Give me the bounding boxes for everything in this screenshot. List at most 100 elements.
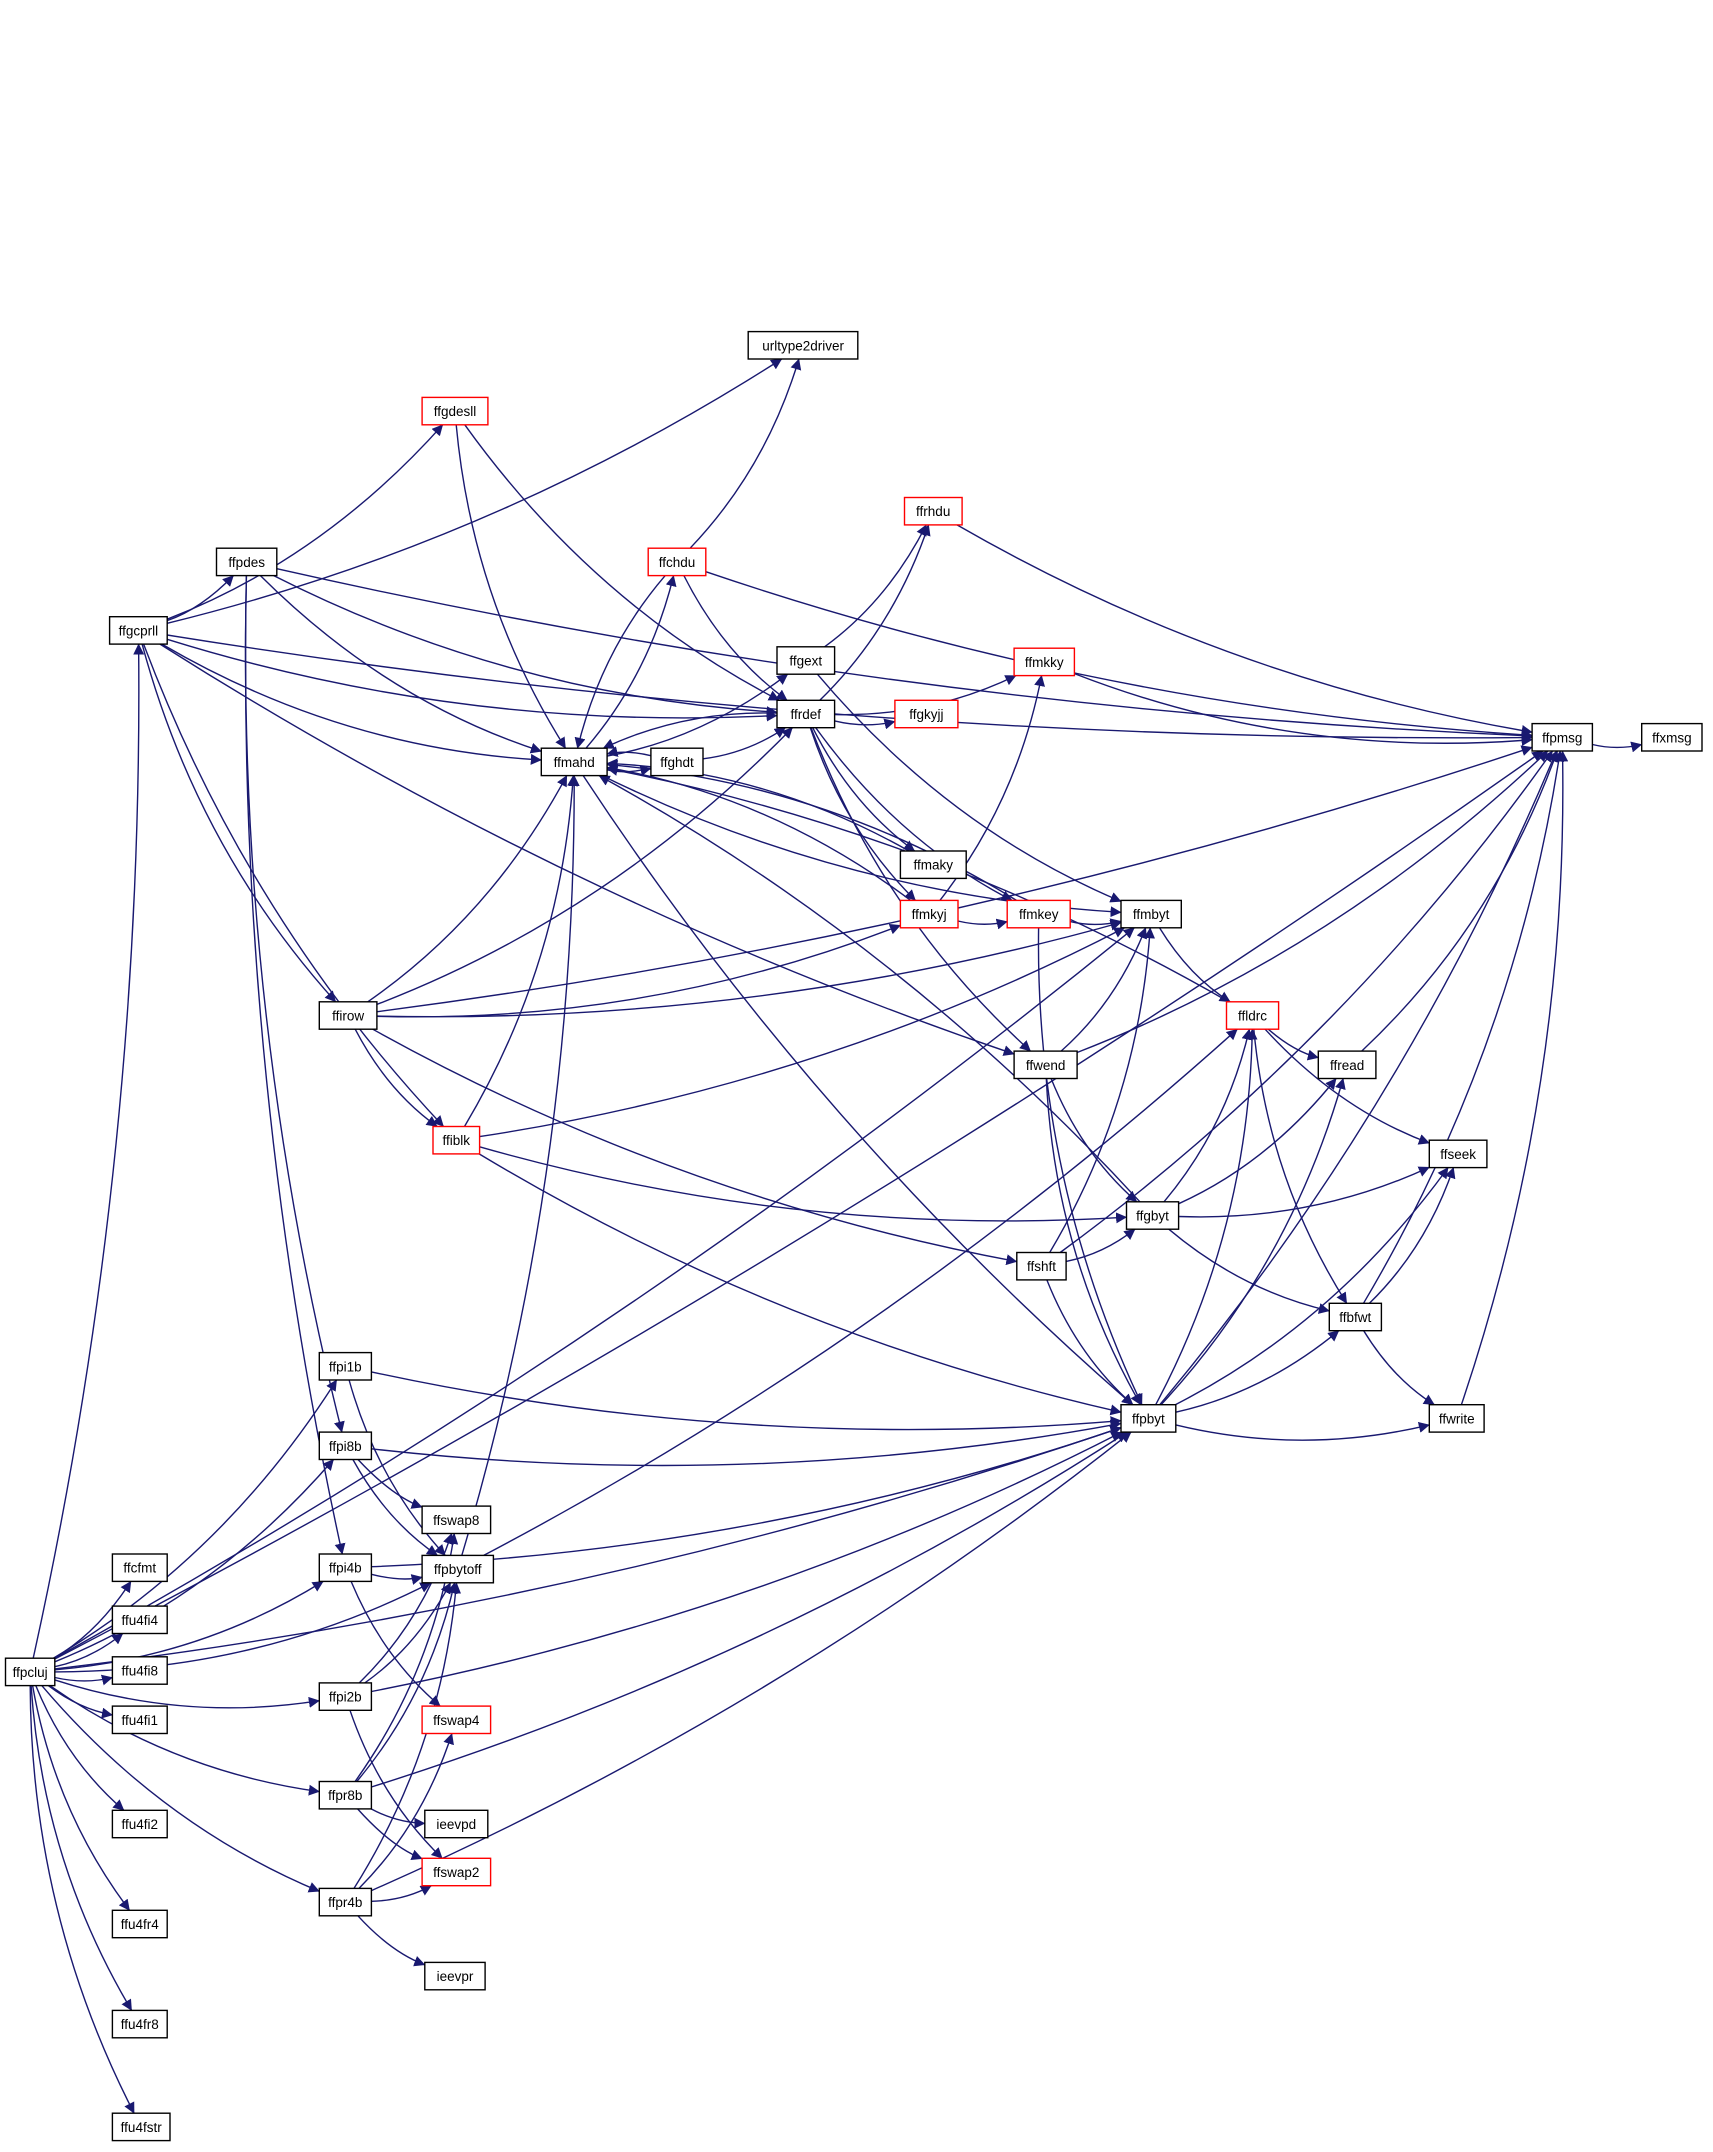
- node-box-ffshft[interactable]: [1016, 1251, 1067, 1281]
- node-box-ieevpd[interactable]: [424, 1809, 489, 1839]
- node-ffgext[interactable]: ffgext: [776, 646, 836, 675]
- node-box-ffmkey[interactable]: [1006, 899, 1071, 929]
- node-box-ffpi8b[interactable]: [318, 1431, 373, 1461]
- node-box-ffgcprll[interactable]: [108, 616, 168, 645]
- node-box-ffread[interactable]: [1317, 1050, 1377, 1080]
- node-ffpr4b[interactable]: ffpr4b: [318, 1887, 373, 1917]
- node-box-ffpr8b[interactable]: [318, 1780, 373, 1810]
- node-box-ffu4fi8[interactable]: [111, 1656, 168, 1685]
- node-ffghdt[interactable]: ffghdt: [650, 747, 704, 777]
- node-box-ffwrite[interactable]: [1428, 1403, 1485, 1433]
- node-ffpbyt[interactable]: ffpbyt: [1120, 1403, 1177, 1433]
- node-ffmbyt[interactable]: ffmbyt: [1120, 899, 1182, 929]
- node-box-ffpmsg[interactable]: [1531, 722, 1594, 752]
- node-ffwrite[interactable]: ffwrite: [1428, 1403, 1485, 1433]
- node-box-ffpcluj[interactable]: [4, 1657, 56, 1687]
- node-urltype2driver[interactable]: urltype2driver: [747, 330, 859, 360]
- node-box-ffgbyt[interactable]: [1125, 1201, 1180, 1230]
- node-box-ffchdu[interactable]: [647, 547, 707, 577]
- node-box-ieevpr[interactable]: [424, 1961, 486, 1991]
- node-ieevpd[interactable]: ieevpd: [424, 1809, 489, 1839]
- node-box-ffswap8[interactable]: [421, 1505, 492, 1535]
- node-box-ffcfmt[interactable]: [111, 1553, 168, 1583]
- node-box-ffpdes[interactable]: [215, 547, 278, 577]
- node-ffpi2b[interactable]: ffpi2b: [318, 1682, 373, 1712]
- node-ffpmsg[interactable]: ffpmsg: [1531, 722, 1594, 752]
- node-box-ffmahd[interactable]: [540, 747, 608, 777]
- node-box-ffgext[interactable]: [776, 646, 836, 675]
- node-ffshft[interactable]: ffshft: [1016, 1251, 1067, 1281]
- node-ffldrc[interactable]: ffldrc: [1225, 1001, 1280, 1030]
- node-box-ffwend[interactable]: [1013, 1050, 1078, 1080]
- node-ffrdef[interactable]: ffrdef: [776, 699, 836, 729]
- node-box-ffu4fi2[interactable]: [111, 1809, 168, 1839]
- node-box-ffiblk[interactable]: [432, 1125, 481, 1155]
- node-box-ffu4fr4[interactable]: [111, 1909, 168, 1939]
- node-ffread[interactable]: ffread: [1317, 1050, 1377, 1080]
- node-box-ffmkyj[interactable]: [899, 899, 959, 929]
- node-box-ffghdt[interactable]: [650, 747, 704, 777]
- node-ffpr8b[interactable]: ffpr8b: [318, 1780, 373, 1810]
- node-ffpcluj[interactable]: ffpcluj: [4, 1657, 56, 1687]
- node-ieevpr[interactable]: ieevpr: [424, 1961, 486, 1991]
- node-ffbfwt[interactable]: ffbfwt: [1328, 1302, 1383, 1332]
- node-box-ffswap4[interactable]: [421, 1705, 492, 1735]
- node-ffmaky[interactable]: ffmaky: [899, 850, 967, 880]
- node-box-ffpbyt[interactable]: [1120, 1403, 1177, 1433]
- node-ffxmsg[interactable]: ffxmsg: [1640, 722, 1703, 752]
- node-box-ffpbytoff[interactable]: [421, 1554, 495, 1584]
- node-ffgbyt[interactable]: ffgbyt: [1125, 1201, 1180, 1230]
- node-ffu4fr4[interactable]: ffu4fr4: [111, 1909, 168, 1939]
- node-box-ffpr4b[interactable]: [318, 1887, 373, 1917]
- node-ffcfmt[interactable]: ffcfmt: [111, 1553, 168, 1583]
- node-ffmkky[interactable]: ffmkky: [1013, 647, 1076, 677]
- node-box-ffu4fr8[interactable]: [111, 2009, 168, 2039]
- node-ffgcprll[interactable]: ffgcprll: [108, 616, 168, 645]
- node-ffpdes[interactable]: ffpdes: [215, 547, 278, 577]
- node-ffu4fr8[interactable]: ffu4fr8: [111, 2009, 168, 2039]
- node-ffu4fi1[interactable]: ffu4fi1: [111, 1705, 168, 1735]
- node-box-urltype2driver[interactable]: [747, 330, 859, 360]
- node-ffgkyjj[interactable]: ffgkyjj: [894, 699, 959, 729]
- node-box-ffpi2b[interactable]: [318, 1682, 373, 1712]
- node-box-ffxmsg[interactable]: [1640, 722, 1703, 752]
- node-ffswap8[interactable]: ffswap8: [421, 1505, 492, 1535]
- node-ffu4fi2[interactable]: ffu4fi2: [111, 1809, 168, 1839]
- node-box-ffmaky[interactable]: [899, 850, 967, 880]
- node-box-ffrhdu[interactable]: [903, 496, 963, 526]
- node-ffswap2[interactable]: ffswap2: [421, 1857, 492, 1887]
- node-box-ffgkyjj[interactable]: [894, 699, 959, 729]
- node-ffrhdu[interactable]: ffrhdu: [903, 496, 963, 526]
- node-ffiblk[interactable]: ffiblk: [432, 1125, 481, 1155]
- node-ffu4fstr[interactable]: ffu4fstr: [111, 2112, 171, 2142]
- node-box-ffbfwt[interactable]: [1328, 1302, 1383, 1332]
- node-box-ffpi4b[interactable]: [318, 1553, 373, 1583]
- node-box-ffu4fi4[interactable]: [111, 1605, 168, 1635]
- node-ffwend[interactable]: ffwend: [1013, 1050, 1078, 1080]
- node-ffu4fi4[interactable]: ffu4fi4: [111, 1605, 168, 1635]
- node-ffmkey[interactable]: ffmkey: [1006, 899, 1071, 929]
- node-ffmahd[interactable]: ffmahd: [540, 747, 608, 777]
- node-ffu4fi8[interactable]: ffu4fi8: [111, 1656, 168, 1685]
- node-box-ffu4fi1[interactable]: [111, 1705, 168, 1735]
- node-ffpi4b[interactable]: ffpi4b: [318, 1553, 373, 1583]
- node-box-ffirow[interactable]: [318, 1001, 378, 1030]
- node-box-ffseek[interactable]: [1428, 1139, 1488, 1169]
- node-ffpi8b[interactable]: ffpi8b: [318, 1431, 373, 1461]
- node-ffpbytoff[interactable]: ffpbytoff: [421, 1554, 495, 1584]
- node-ffpi1b[interactable]: ffpi1b: [318, 1351, 373, 1381]
- node-ffmkyj[interactable]: ffmkyj: [899, 899, 959, 929]
- node-ffswap4[interactable]: ffswap4: [421, 1705, 492, 1735]
- node-box-ffgdesll[interactable]: [421, 396, 489, 426]
- node-ffirow[interactable]: ffirow: [318, 1001, 378, 1030]
- node-box-ffswap2[interactable]: [421, 1857, 492, 1887]
- node-ffgdesll[interactable]: ffgdesll: [421, 396, 489, 426]
- node-ffchdu[interactable]: ffchdu: [647, 547, 707, 577]
- node-box-ffu4fstr[interactable]: [111, 2112, 171, 2142]
- node-box-ffpi1b[interactable]: [318, 1351, 373, 1381]
- node-box-ffrdef[interactable]: [776, 699, 836, 729]
- node-box-ffldrc[interactable]: [1225, 1001, 1280, 1030]
- node-ffseek[interactable]: ffseek: [1428, 1139, 1488, 1169]
- node-box-ffmbyt[interactable]: [1120, 899, 1182, 929]
- node-box-ffmkky[interactable]: [1013, 647, 1076, 677]
